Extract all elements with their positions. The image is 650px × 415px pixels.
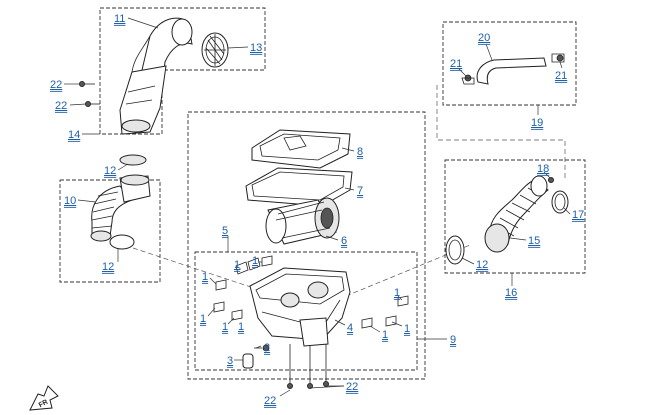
callout-11: 11 [114,13,125,25]
callout-5: 5 [222,225,228,237]
callout-22: 22 [50,79,62,91]
callout-10: 10 [64,195,76,207]
breather-hose-part [461,53,565,85]
group-frame-9 [194,251,418,371]
callout-1: 1 [404,323,410,335]
hose-clamp-part [109,234,135,250]
callout-9: 9 [450,334,456,346]
front-badge-label: FR [38,399,50,410]
callout-1: 1 [252,255,258,267]
screw-part [286,344,329,389]
drain-valve-part [242,353,254,369]
callout-3: 3 [227,355,233,367]
group-frame-19 [442,21,577,106]
callout-labels: 11 13 22 22 14 12 10 12 8 7 5 6 1 1 1 1 … [50,13,585,408]
callout-12: 12 [104,165,116,177]
screw-part [254,344,270,352]
air-box-housing-part [249,267,351,347]
connector-line [345,244,471,297]
callout-13: 13 [250,42,262,54]
intake-duct-part [119,17,193,135]
callout-6: 6 [341,235,347,247]
callout-22: 22 [264,395,276,407]
callout-1: 1 [394,287,400,299]
leader-lines [64,17,571,397]
connector-line [436,85,566,180]
spring-clip-part [213,255,409,329]
callout-1: 1 [200,313,206,325]
callout-1: 1 [202,271,208,283]
group-frame-16 [444,159,586,274]
gasket-part [245,167,353,207]
callout-8: 8 [357,146,363,158]
callout-22: 22 [55,100,67,112]
hose-clamp-part [119,154,147,166]
callout-20: 20 [478,32,490,44]
callout-18: 18 [537,163,549,175]
callout-15: 15 [528,235,540,247]
callout-2: 2 [264,342,270,354]
mesh-screen-part [201,32,229,68]
callout-12: 12 [102,261,114,273]
corrugated-hose-part [90,174,151,242]
callout-1: 1 [234,259,240,271]
callout-19: 19 [531,117,543,129]
callout-12: 12 [476,259,488,271]
outlet-hose-part [484,175,549,253]
callout-16: 16 [505,287,517,299]
callout-1: 1 [382,329,388,341]
screw-part [79,81,100,108]
callout-22: 22 [346,381,358,393]
callout-17: 17 [572,209,584,221]
callout-14: 14 [68,129,80,141]
callout-1: 1 [238,321,244,333]
screw-part [548,176,555,183]
callout-1: 1 [222,321,228,333]
air-filter-part [265,197,340,245]
callout-7: 7 [357,185,363,197]
callout-4: 4 [347,322,353,334]
front-direction-arrow-icon: FR [29,385,59,411]
callout-21: 21 [450,58,462,70]
air-box-lid-part [251,129,351,169]
callout-21: 21 [555,70,567,82]
